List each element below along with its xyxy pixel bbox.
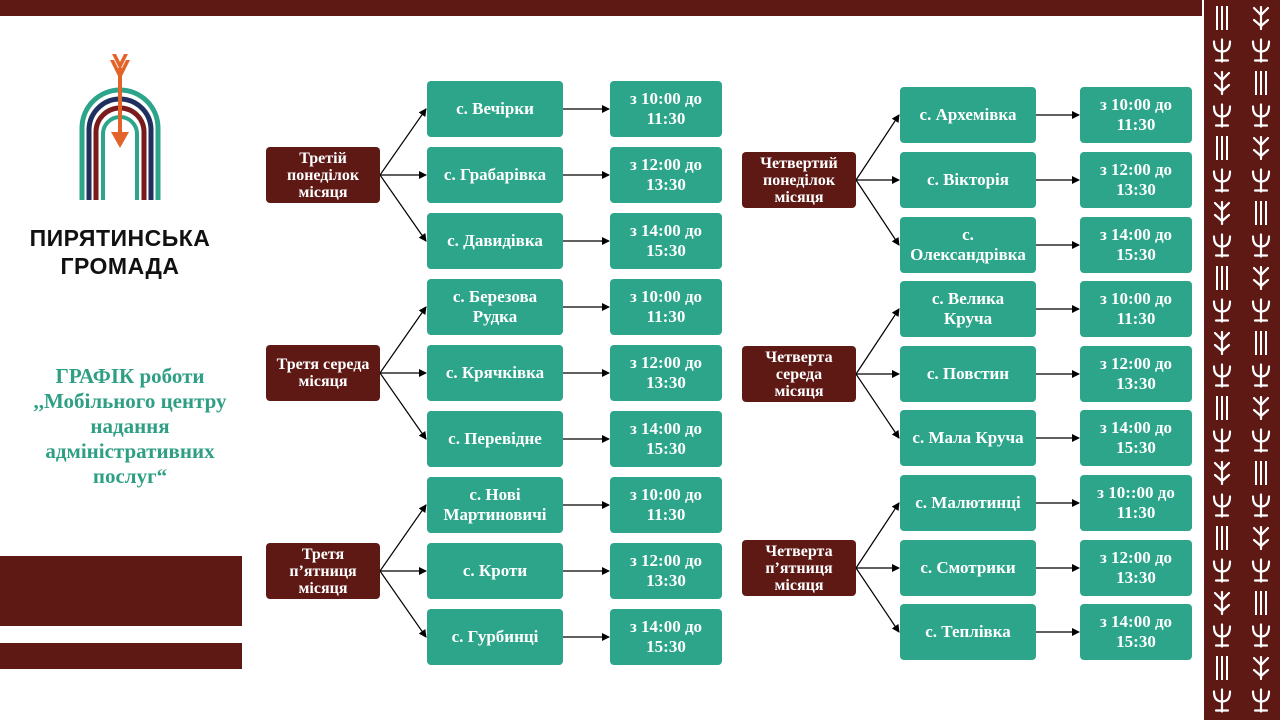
time-box: з 12:00 до 13:30 xyxy=(610,147,722,203)
village-box: с. Крячківка xyxy=(427,345,563,401)
day-label: Третя п’ятниця місяця xyxy=(266,543,380,599)
village-box: с. Грабарівка xyxy=(427,147,563,203)
village-box: с. Олександрівка xyxy=(900,217,1036,273)
time-box: з 12:00 до 13:30 xyxy=(1080,152,1192,208)
folk-ornament-border xyxy=(1204,0,1280,720)
decorative-bar-small xyxy=(0,643,242,669)
time-box: з 10:00 до 11:30 xyxy=(610,81,722,137)
village-box: с. Малютинці xyxy=(900,475,1036,531)
village-box: с. Мала Круча xyxy=(900,410,1036,466)
schedule-title-line: послуг“ xyxy=(92,464,168,488)
schedule-title-line: адміністративних xyxy=(45,439,215,463)
day-label: Четверта середа місяця xyxy=(742,346,856,402)
schedule-title-line: ГРАФІК роботи xyxy=(55,364,205,388)
day-label: Четверта п’ятниця місяця xyxy=(742,540,856,596)
day-label: Четвертий понеділок місяця xyxy=(742,152,856,208)
time-box: з 12:00 до 13:30 xyxy=(610,345,722,401)
time-box: з 14:00 до 15:30 xyxy=(610,411,722,467)
village-box: с. Перевідне xyxy=(427,411,563,467)
time-box: з 12:00 до 13:30 xyxy=(1080,540,1192,596)
top-banner-bar xyxy=(0,0,1202,16)
village-box: с. Березова Рудка xyxy=(427,279,563,335)
brand-name-line1: ПИРЯТИНСЬКА xyxy=(29,225,211,251)
time-box: з 10:00 до 11:30 xyxy=(610,279,722,335)
village-box: с. Велика Круча xyxy=(900,281,1036,337)
day-to-village-arrow xyxy=(379,504,427,572)
day-to-village-arrow xyxy=(855,114,900,181)
village-box: с. Вечірки xyxy=(427,81,563,137)
day-to-village-arrow xyxy=(855,502,900,569)
community-logo: ПИРЯТИНСЬКА ГРОМАДА xyxy=(20,50,220,290)
day-label: Третій понеділок місяця xyxy=(266,147,380,203)
time-box: з 10:00 до 11:30 xyxy=(1080,87,1192,143)
day-to-village-arrow xyxy=(379,306,427,374)
time-box: з 12:00 до 13:30 xyxy=(610,543,722,599)
village-box: с. Вікторія xyxy=(900,152,1036,208)
day-to-village-arrow xyxy=(379,570,427,638)
day-to-village-arrow xyxy=(855,179,900,246)
day-to-village-arrow xyxy=(379,108,427,176)
time-box: з 12:00 до 13:30 xyxy=(1080,346,1192,402)
day-to-village-arrow xyxy=(855,373,900,439)
village-box: с. Архемівка xyxy=(900,87,1036,143)
schedule-title-line: ,,Мобільного центру xyxy=(33,389,227,413)
day-to-village-arrow xyxy=(379,372,427,440)
village-box: с. Кроти xyxy=(427,543,563,599)
day-to-village-arrow xyxy=(379,174,427,242)
day-label: Третя середа місяця xyxy=(266,345,380,401)
time-box: з 10:00 до 11:30 xyxy=(1080,281,1192,337)
time-box: з 14:00 до 15:30 xyxy=(1080,217,1192,273)
village-box: с. Нові Мартиновичі xyxy=(427,477,563,533)
schedule-title-line: надання xyxy=(90,414,170,438)
day-to-village-arrow xyxy=(855,567,900,633)
time-box: з 14:00 до 15:30 xyxy=(610,609,722,665)
time-box: з 14:00 до 15:30 xyxy=(1080,604,1192,660)
arch-arrow-logo-icon xyxy=(79,54,161,200)
village-box: с. Повстин xyxy=(900,346,1036,402)
village-box: с. Теплівка xyxy=(900,604,1036,660)
day-to-village-arrow xyxy=(855,308,900,375)
time-box: з 10::00 до 11:30 xyxy=(1080,475,1192,531)
village-box: с. Смотрики xyxy=(900,540,1036,596)
time-box: з 10:00 до 11:30 xyxy=(610,477,722,533)
ornament-pattern-icon xyxy=(1212,5,1271,713)
village-box: с. Гурбинці xyxy=(427,609,563,665)
schedule-title: ГРАФІК роботи ,,Мобільного центру наданн… xyxy=(10,364,250,489)
brand-name-line2: ГРОМАДА xyxy=(60,253,180,279)
village-box: с. Давидівка xyxy=(427,213,563,269)
time-box: з 14:00 до 15:30 xyxy=(1080,410,1192,466)
time-box: з 14:00 до 15:30 xyxy=(610,213,722,269)
decorative-bar-large xyxy=(0,556,242,626)
